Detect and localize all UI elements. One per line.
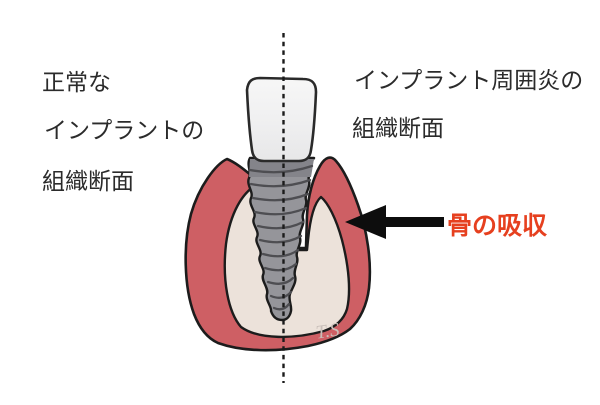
implant-threads [248, 164, 314, 311]
implant-crown [245, 76, 318, 163]
caption-right-line-2: 組織断面 [352, 115, 444, 141]
caption-right-line-1: インプラント周囲炎の [354, 67, 584, 93]
caption-left-line-3: 組織断面 [42, 168, 134, 194]
caption-left-line-1: 正常な [42, 69, 111, 95]
bone-resorption-label: 骨の吸収 [447, 212, 548, 240]
caption-left-line-2: インプラントの [44, 117, 205, 143]
bone-loss-arrow [345, 205, 444, 239]
artist-signature: T.S [314, 319, 341, 344]
